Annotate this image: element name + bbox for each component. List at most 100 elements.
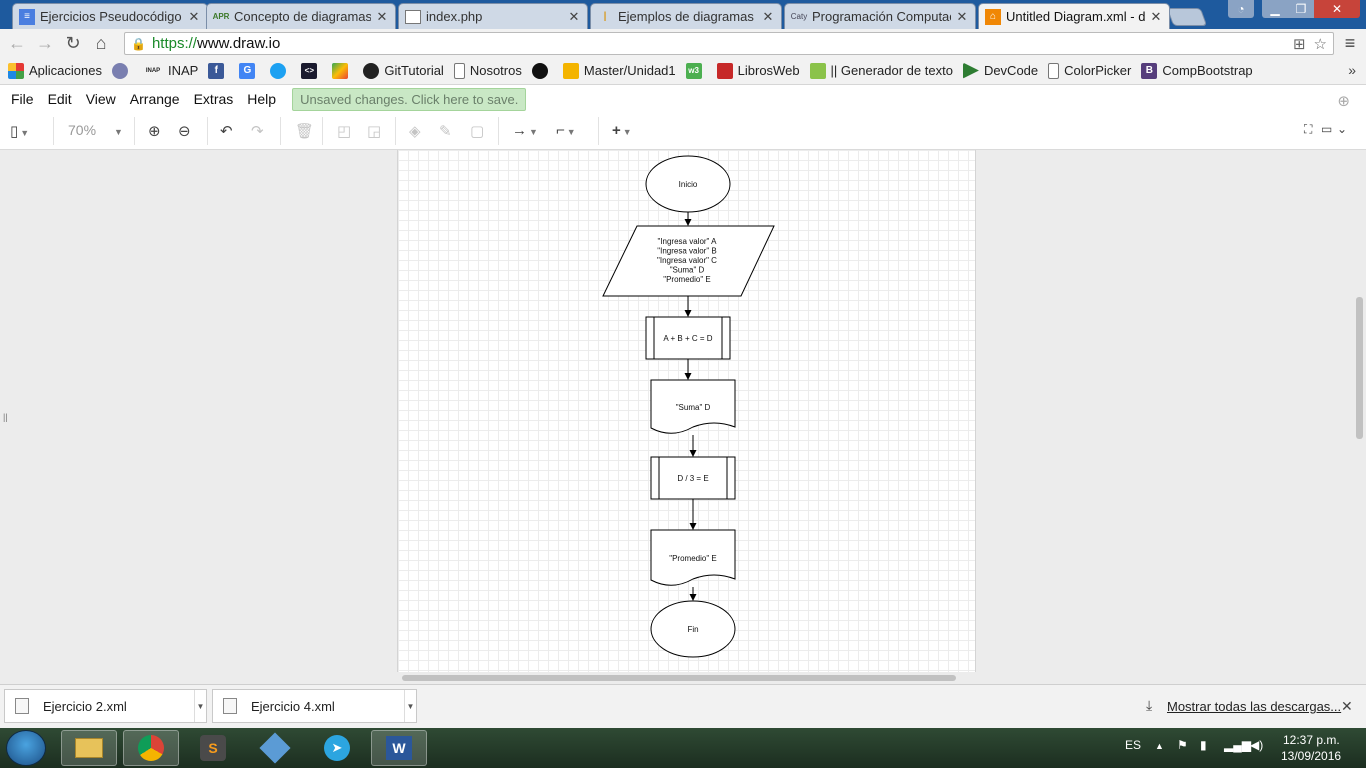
close-icon[interactable]: ✕ bbox=[1341, 698, 1353, 714]
maximize-button[interactable]: ❐ bbox=[1288, 0, 1314, 18]
fullscreen-icon[interactable]: ▭ bbox=[1321, 122, 1333, 136]
bookmark-github[interactable] bbox=[531, 62, 553, 79]
close-icon[interactable]: ✕ bbox=[1150, 8, 1162, 24]
end-terminator[interactable] bbox=[650, 600, 736, 658]
close-icon[interactable]: ✕ bbox=[188, 8, 200, 24]
zoom-out-icon[interactable]: ⊖ bbox=[178, 123, 191, 140]
globe-icon[interactable]: ⊕ bbox=[1337, 93, 1350, 110]
download-item[interactable]: Ejercicio 2.xml ▼ bbox=[4, 689, 207, 723]
file-explorer-icon[interactable] bbox=[61, 730, 117, 766]
zoom-dropdown[interactable]: 70%▼ bbox=[68, 122, 123, 138]
menu-view[interactable]: View bbox=[85, 91, 116, 107]
bookmark-aplicaciones[interactable]: Aplicaciones bbox=[8, 62, 102, 79]
close-icon[interactable]: ✕ bbox=[956, 8, 968, 24]
fit-page-icon[interactable]: ⛶ bbox=[1304, 122, 1313, 136]
insert-plus-icon[interactable]: +▼ bbox=[612, 122, 632, 139]
format-panel-toggle[interactable]: ▯▼ bbox=[10, 123, 30, 140]
bookmark-devcode[interactable]: DevCode bbox=[962, 62, 1038, 79]
translate-icon[interactable]: ⊞ bbox=[1292, 36, 1306, 53]
bookmark-maps[interactable] bbox=[332, 62, 353, 79]
bookmark-seal[interactable] bbox=[112, 62, 133, 79]
bookmark-master-unidad1[interactable]: Master/Unidad1 bbox=[562, 62, 676, 79]
chevron-down-icon[interactable]: ▼ bbox=[194, 690, 206, 722]
reload-icon[interactable]: ↻ bbox=[65, 32, 81, 53]
diagram-canvas[interactable]: Inicio "Ingresa valor" A "Ingresa valor"… bbox=[397, 150, 976, 672]
bookmark-gittutorial[interactable]: GitTutorial bbox=[363, 62, 444, 79]
bookmark-facebook[interactable]: f bbox=[208, 62, 229, 79]
output-suma-document[interactable] bbox=[650, 379, 736, 434]
star-icon[interactable]: ☆ bbox=[1313, 36, 1327, 53]
unsaved-changes-notice[interactable]: Unsaved changes. Click here to save. bbox=[292, 87, 527, 111]
horizontal-scrollbar[interactable] bbox=[402, 675, 956, 681]
undo-icon[interactable]: ↶ bbox=[220, 123, 233, 140]
git-icon[interactable] bbox=[247, 730, 303, 766]
home-icon[interactable]: ⌂ bbox=[95, 32, 107, 53]
minimize-button[interactable]: ▁ bbox=[1262, 0, 1288, 18]
line-color-icon[interactable]: ✎ bbox=[439, 123, 452, 140]
menu-help[interactable]: Help bbox=[247, 91, 277, 107]
address-bar[interactable]: 🔒 https:// www.draw.io ⊞ ☆ bbox=[124, 32, 1334, 55]
bookmark-google-translate[interactable]: G bbox=[239, 62, 260, 79]
show-all-downloads-link[interactable]: Mostrar todas las descargas... bbox=[1167, 699, 1342, 714]
language-indicator[interactable]: ES bbox=[1125, 738, 1142, 752]
waypoints-icon[interactable]: ⌐▼ bbox=[556, 122, 576, 139]
input-parallelogram[interactable] bbox=[602, 225, 775, 297]
bookmark-nosotros[interactable]: Nosotros bbox=[453, 62, 522, 79]
battery-icon[interactable]: ▮ bbox=[1200, 738, 1207, 752]
show-hidden-icons-icon[interactable]: ▲ bbox=[1155, 741, 1164, 751]
menu-edit[interactable]: Edit bbox=[47, 91, 72, 107]
process-sum-box[interactable] bbox=[645, 316, 731, 360]
new-tab-button[interactable] bbox=[1166, 8, 1208, 26]
close-icon[interactable]: ✕ bbox=[568, 8, 580, 24]
tab-ejemplos[interactable]: | Ejemplos de diagramas de ✕ bbox=[590, 3, 782, 29]
download-item[interactable]: Ejercicio 4.xml ▼ bbox=[212, 689, 417, 723]
chevron-down-icon[interactable]: ▼ bbox=[404, 690, 416, 722]
sidebar-resize-handle[interactable]: || bbox=[3, 412, 8, 422]
to-front-icon[interactable]: ◰ bbox=[337, 123, 352, 140]
menu-extras[interactable]: Extras bbox=[193, 91, 234, 107]
close-window-button[interactable]: ✕ bbox=[1314, 0, 1360, 18]
flag-icon[interactable]: ⚑ bbox=[1177, 738, 1188, 752]
bookmark-librosweb[interactable]: LibrosWeb bbox=[716, 62, 800, 79]
bookmark-code[interactable]: <> bbox=[301, 62, 322, 79]
volume-icon[interactable]: ◀) bbox=[1250, 738, 1264, 752]
signal-icon[interactable]: ▂▄▆ bbox=[1224, 738, 1251, 752]
redo-icon[interactable]: ↷ bbox=[251, 123, 264, 140]
shadow-icon[interactable]: ▢ bbox=[470, 123, 485, 140]
close-icon[interactable]: ✕ bbox=[762, 8, 774, 24]
sublime-text-icon[interactable]: S bbox=[185, 730, 241, 766]
tab-programacion[interactable]: Caty Programación Computacio ✕ bbox=[784, 3, 976, 29]
back-arrow-icon[interactable]: ← bbox=[8, 32, 26, 53]
connection-arrow-icon[interactable]: →▼ bbox=[512, 122, 538, 139]
zoom-in-icon[interactable]: ⊕ bbox=[148, 123, 161, 140]
bookmark-twitter[interactable] bbox=[270, 62, 291, 79]
tab-concepto[interactable]: APR Concepto de diagramas d ✕ bbox=[206, 3, 396, 29]
vertical-scrollbar[interactable] bbox=[1356, 297, 1363, 439]
bookmark-generador[interactable]: || Generador de texto bbox=[809, 62, 953, 79]
menu-file[interactable]: File bbox=[11, 91, 34, 107]
bookmark-w3[interactable]: w3 bbox=[685, 62, 707, 79]
bookmark-colorpicker[interactable]: ColorPicker bbox=[1048, 62, 1131, 79]
start-terminator[interactable] bbox=[645, 155, 731, 213]
close-icon[interactable]: ✕ bbox=[376, 8, 388, 24]
chrome-menu-icon[interactable]: ≡ bbox=[1344, 32, 1356, 53]
clock-time[interactable]: 12:37 p.m. bbox=[1283, 733, 1340, 747]
collapse-chevron-icon[interactable]: ⌄ bbox=[1337, 122, 1348, 136]
clock-date[interactable]: 13/09/2016 bbox=[1281, 749, 1342, 763]
process-average-box[interactable] bbox=[650, 456, 736, 500]
tab-drawio[interactable]: ⌂ Untitled Diagram.xml - dra ✕ bbox=[978, 3, 1170, 29]
bookmark-compbootstrap[interactable]: B CompBootstrap bbox=[1141, 62, 1253, 79]
start-button[interactable] bbox=[6, 730, 46, 766]
tab-index[interactable]: index.php ✕ bbox=[398, 3, 588, 29]
to-back-icon[interactable]: ◲ bbox=[367, 123, 382, 140]
forward-arrow-icon[interactable]: → bbox=[36, 32, 54, 53]
bookmark-inap[interactable]: INAP INAP bbox=[143, 63, 199, 79]
telegram-icon[interactable]: ➤ bbox=[309, 730, 365, 766]
user-icon[interactable]: ◔ bbox=[1228, 0, 1254, 18]
word-icon[interactable]: W bbox=[371, 730, 427, 766]
chrome-icon[interactable] bbox=[123, 730, 179, 766]
output-promedio-document[interactable] bbox=[650, 529, 736, 586]
tab-ejercicios[interactable]: ≡ Ejercicios Pseudocódigo - ✕ bbox=[12, 3, 208, 29]
menu-arrange[interactable]: Arrange bbox=[129, 91, 180, 107]
chevron-right-icon[interactable]: » bbox=[1348, 62, 1356, 78]
